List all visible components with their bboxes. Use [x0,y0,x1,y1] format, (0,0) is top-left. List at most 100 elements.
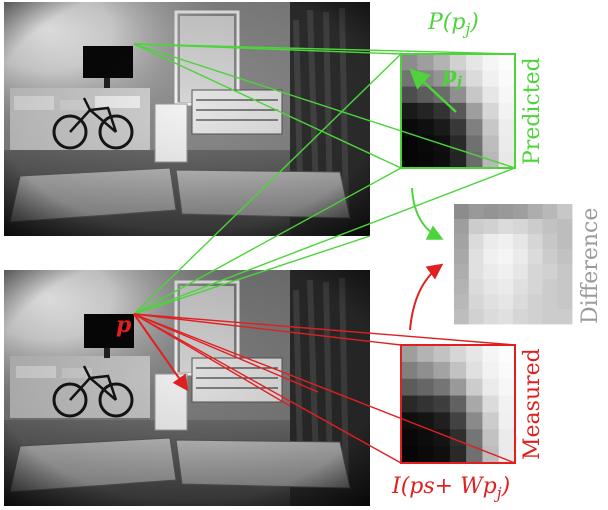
predicted-patch-cell [449,70,467,87]
predicted-to-difference-arrow [411,187,444,240]
measured-patch-cell [482,412,500,430]
measured-patch-cell [466,446,483,464]
measured-patch-cell [401,429,418,447]
difference-patch-cell [513,249,529,265]
difference-patch-cell [513,309,529,325]
measured-to-difference-arrow [409,263,444,331]
difference-patch-cell [454,249,470,265]
measured-patch-cell [417,378,434,396]
difference-patch-cell [513,204,529,220]
predicted-patch-cell [466,54,483,71]
predicted-patch-cell [401,54,418,71]
measured-patch-cell [401,446,418,464]
difference-patch-cell [468,309,484,325]
measured-patch-cell [482,446,500,464]
predicted-patch-cell [498,102,516,120]
pj-label-text: pj [442,62,463,92]
measured-patch-cell [498,412,516,430]
predicted-patch-cell [466,135,483,153]
difference-patch-cell [557,294,573,310]
difference-patch-cell [542,234,558,250]
difference-patch-cell [454,294,470,310]
projection-label: P(pj) [428,10,479,38]
difference-patch-cell [483,219,499,235]
difference-patch-cell [513,219,529,235]
predicted-patch-cell [466,86,483,104]
measured-patch-cell [417,361,434,380]
difference-patch-cell [557,234,573,250]
difference-patch-cell [498,204,514,220]
measured-patch-cell [433,378,451,396]
predicted-patch-cell [417,135,434,153]
difference-patch-cell [468,234,484,250]
predicted-patch-cell [417,119,434,136]
measured-patch-cell [466,361,483,380]
difference-patch-cell [513,264,529,280]
measured-patch-cell [417,412,434,430]
bottom-camera-frame [4,270,370,506]
measured-patch-cell [433,361,451,380]
measured-patch-cell [401,345,418,363]
predicted-patch-cell [482,86,500,104]
difference-patch-cell [542,219,558,235]
difference-patch-cell [454,279,470,295]
difference-patch-cell [557,249,573,265]
difference-patch-cell [498,234,514,250]
red-ray-arrow [133,313,189,392]
intensity-label: I(ps+ Wpj) [392,474,510,502]
predicted-patch-cell [498,119,516,136]
difference-patch-cell [483,234,499,250]
predicted-patch-cell [417,54,434,71]
difference-patch-cell [483,249,499,265]
measured-patch-cell [466,395,483,413]
measured-patch-cell [498,429,516,447]
measured-patch-cell [466,412,483,430]
predicted-patch-cell [433,70,451,87]
measured-patch-cell [433,395,451,413]
predicted-patch-cell [433,86,451,104]
measured-patch-cell [482,345,500,363]
difference-patch-cell [483,279,499,295]
difference-patch-cell [498,264,514,280]
green-projection-lines [133,43,516,315]
difference-patch-cell [542,249,558,265]
measured-patch-border [400,344,516,464]
predicted-patch-cell [482,119,500,136]
difference-patch-cell [542,279,558,295]
difference-patch-cell [468,294,484,310]
predicted-patch-border [400,53,516,169]
difference-patch-cell [542,309,558,325]
predicted-patch-cell [482,135,500,153]
measured-patch-cell [466,345,483,363]
difference-patch-cell [513,279,529,295]
predicted-patch-cell [498,86,516,104]
measured-patch-cell [482,429,500,447]
measured-patch-cell [433,429,451,447]
difference-patch-cell [542,204,558,220]
difference-patch-cell [454,264,470,280]
measured-patch-cell [401,361,418,380]
measured-patch-cell [466,429,483,447]
difference-patch-cell [557,309,573,325]
difference-patch-cell [483,264,499,280]
predicted-patch-cell [449,102,467,120]
difference-patch-cell [468,219,484,235]
measured-patch-cell [498,345,516,363]
measured-patch-cell [498,446,516,464]
predicted-patch-cell [401,135,418,153]
predicted-patch-cell [417,86,434,104]
predicted-patch-cell [498,135,516,153]
predicted-patch-cell [466,102,483,120]
predicted-patch-cell [449,151,467,169]
predicted-label-text: Predicted [520,57,545,165]
difference-patch-cell [498,219,514,235]
difference-patch-cell [498,279,514,295]
pj-vector-arrow [409,68,457,113]
difference-patch-cell [468,264,484,280]
difference-patch-cell [527,294,543,310]
measured-patch-cell [401,378,418,396]
measured-patch-cell [417,395,434,413]
measured-patch-cell [417,345,434,363]
difference-label-text: Difference [578,207,603,325]
predicted-patch-cell [482,54,500,71]
